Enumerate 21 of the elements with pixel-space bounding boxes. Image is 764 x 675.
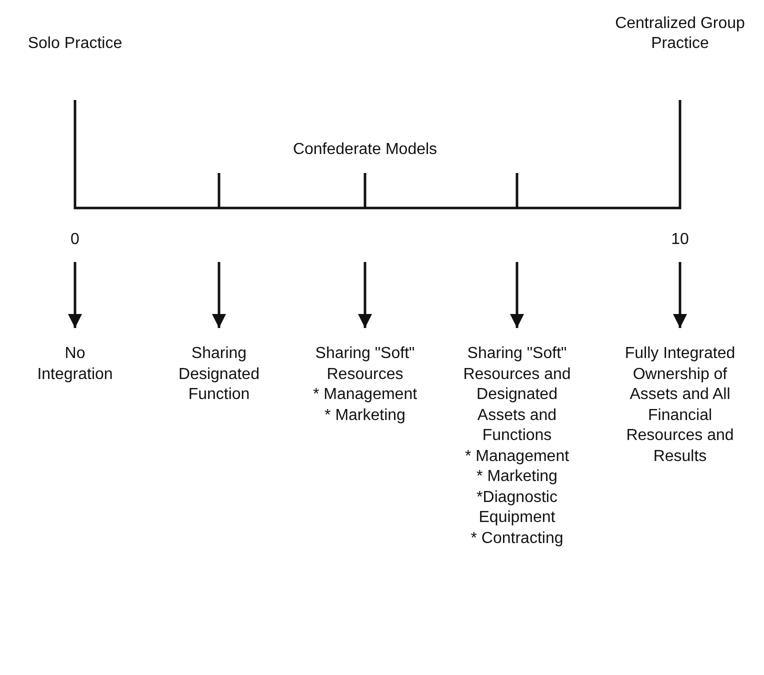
arrow <box>212 262 226 328</box>
endpoint-label: Solo Practice <box>26 34 124 54</box>
description-text: * Management <box>464 446 570 466</box>
description-text: * Management <box>312 385 418 405</box>
description-text: Sharing Designated Function <box>178 344 260 405</box>
description-text: * Contracting <box>470 528 564 548</box>
description-text: Sharing "Soft" Resources and Designated Assets and Functions <box>462 344 572 446</box>
description-text: *Diagnostic Equipment <box>476 488 558 528</box>
group-label: Confederate Models <box>292 140 438 160</box>
arrow <box>673 262 687 328</box>
scale-value: 0 <box>70 230 80 250</box>
description-text: No Integration <box>36 344 114 384</box>
arrow <box>358 262 372 328</box>
endpoint-label: Centralized Group Practice <box>614 14 746 54</box>
description-text: * Marketing <box>324 406 406 426</box>
scale-value: 10 <box>670 230 690 250</box>
arrow <box>68 262 82 328</box>
description-text: * Marketing <box>476 467 558 487</box>
arrow <box>510 262 524 328</box>
description-text: Fully Integrated Ownership of Assets and All Financial Resources and Results <box>624 344 736 466</box>
description-text: Sharing "Soft" Resources <box>314 344 416 384</box>
